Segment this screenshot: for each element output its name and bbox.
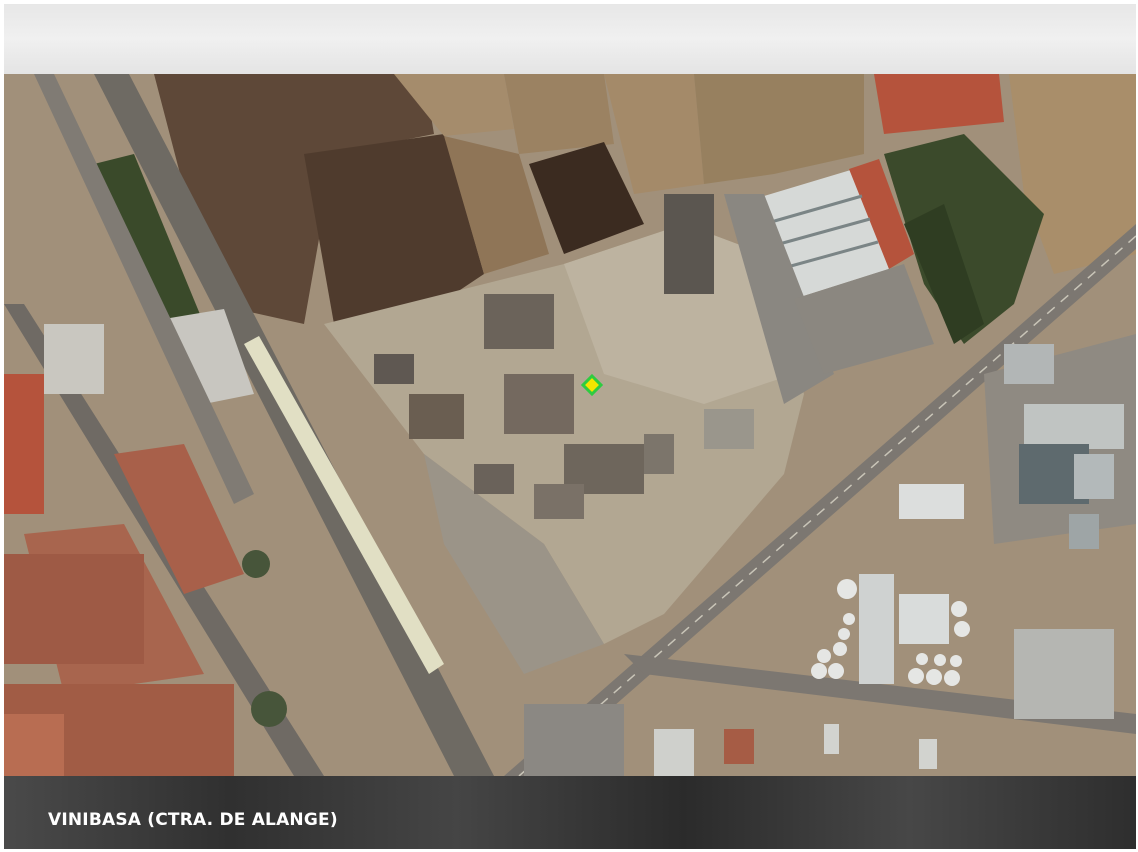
warehouse-roof-red	[849, 159, 914, 269]
vegetation	[904, 204, 984, 344]
vineyard	[529, 142, 644, 254]
town-block	[4, 554, 144, 664]
parking-lot	[794, 264, 934, 374]
building	[919, 739, 937, 769]
building	[374, 354, 414, 384]
warehouse	[899, 594, 949, 644]
building	[524, 704, 624, 776]
slide: VINIBASA (CTRA. DE ALANGE)	[4, 4, 1136, 849]
field	[394, 74, 514, 136]
warehouse	[859, 574, 894, 684]
top-banner	[4, 4, 1136, 74]
road	[34, 74, 254, 504]
building	[644, 434, 674, 474]
gravel-area	[424, 454, 604, 674]
town-block	[114, 444, 244, 594]
building	[724, 729, 754, 764]
building	[474, 464, 514, 494]
station-building	[164, 309, 254, 404]
building	[484, 294, 554, 349]
field	[504, 74, 614, 154]
roundabout	[251, 691, 287, 727]
warehouse	[1004, 344, 1054, 384]
main-road	[504, 224, 1136, 776]
warehouse	[1074, 454, 1114, 499]
roundabout	[242, 550, 270, 578]
silos	[811, 579, 970, 686]
station-platform	[244, 336, 444, 674]
building	[654, 729, 694, 776]
warehouse	[1069, 514, 1099, 549]
roof-line	[779, 240, 879, 271]
building-red-roof	[874, 74, 1004, 134]
building	[504, 374, 574, 434]
field	[1009, 74, 1136, 274]
caption-bar: VINIBASA (CTRA. DE ALANGE)	[4, 776, 1136, 849]
building	[534, 484, 584, 519]
building	[664, 194, 714, 294]
warehouse	[1024, 404, 1124, 449]
location-marker-icon[interactable]	[580, 373, 604, 397]
road	[624, 654, 1136, 734]
town-block	[4, 374, 44, 514]
vegetation	[884, 134, 1044, 344]
tanks	[704, 409, 754, 449]
vegetation	[94, 154, 204, 354]
town-block	[4, 714, 64, 776]
aerial-map[interactable]	[4, 74, 1136, 776]
parking-lot	[724, 194, 834, 404]
field	[604, 74, 704, 194]
map-caption: VINIBASA (CTRA. DE ALANGE)	[48, 810, 338, 830]
building	[824, 724, 839, 754]
building	[409, 394, 464, 439]
field	[304, 134, 484, 324]
building-white	[44, 324, 104, 394]
field	[694, 74, 864, 184]
site-yard	[564, 224, 794, 404]
aerial-map-canvas	[4, 74, 1136, 776]
industrial-building	[1014, 629, 1114, 719]
roof-line	[763, 194, 863, 226]
field	[444, 136, 549, 274]
warehouse	[899, 484, 964, 519]
roof-line	[771, 217, 871, 248]
